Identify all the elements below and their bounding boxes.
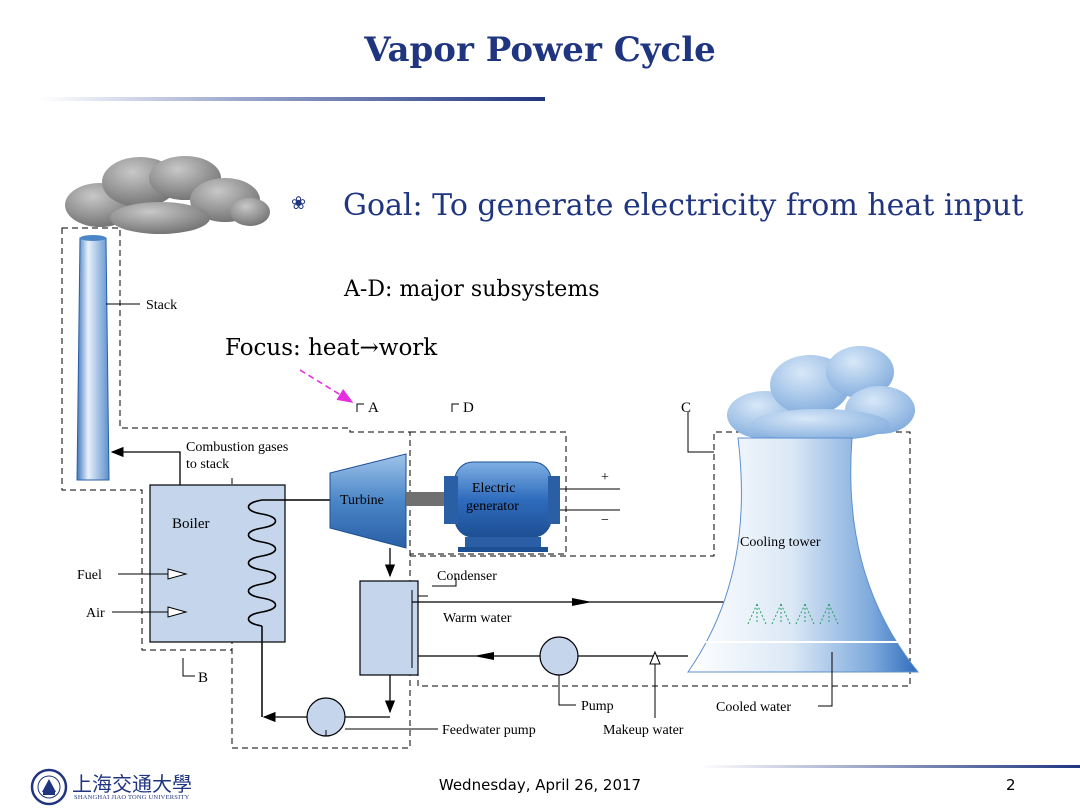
terminal-minus: −	[601, 513, 609, 528]
subsystems-note: A-D: major subsystems	[344, 277, 600, 302]
to-stack-label: to stack	[186, 457, 229, 472]
university-name-en: SHANGHAI JIAO TONG UNIVERSITY	[74, 794, 190, 801]
generator-label-line2: generator	[466, 499, 519, 514]
subsystem-d-label: D	[463, 400, 474, 416]
air-label: Air	[86, 606, 105, 621]
boundary-d	[410, 431, 567, 555]
subsystem-c-label: C	[681, 400, 691, 416]
electric-generator	[444, 461, 560, 552]
generator-label-line1: Electric	[472, 481, 516, 496]
feedwater-pump-label: Feedwater pump	[442, 723, 536, 738]
spray-nozzles	[747, 603, 839, 625]
turbine-label: Turbine	[340, 493, 384, 508]
boiler	[149, 484, 286, 643]
stack-smoke-cloud	[65, 156, 270, 234]
boiler-label: Boiler	[172, 516, 210, 532]
terminal-plus: +	[601, 470, 609, 485]
subsystem-a-label: A	[368, 400, 379, 416]
cooling-tower-label: Cooling tower	[740, 535, 821, 550]
stack-boundary	[61, 227, 411, 749]
university-name-cn: 上海交通大學	[72, 772, 192, 796]
makeup-water-label: Makeup water	[603, 723, 684, 738]
boiler-coil	[247, 499, 277, 627]
footer-rule	[700, 765, 1080, 768]
combustion-gases-label: Combustion gases	[186, 440, 288, 455]
university-seal-icon	[30, 768, 68, 806]
focus-arrow	[299, 369, 354, 403]
stack	[76, 235, 110, 481]
stack-label: Stack	[146, 298, 177, 313]
subsystem-b-label: B	[198, 670, 208, 686]
goal-bullet-icon: ❀	[291, 193, 307, 213]
university-logo: 上海交通大學 SHANGHAI JIAO TONG UNIVERSITY	[30, 768, 205, 806]
cooling-tower-cloud	[727, 346, 915, 441]
boundary-c	[410, 431, 911, 687]
cooling-tower	[687, 437, 920, 673]
goal-text: Goal: To generate electricity from heat …	[343, 188, 1024, 223]
warm-water-label: Warm water	[443, 611, 512, 626]
condenser	[359, 580, 419, 676]
footer-date: Wednesday, April 26, 2017	[438, 776, 642, 794]
focus-note: Focus: heat→work	[225, 335, 438, 361]
turbine	[329, 453, 407, 549]
condenser-label: Condenser	[437, 569, 497, 584]
turbine-shaft	[406, 492, 450, 506]
pump-label: Pump	[581, 699, 614, 714]
title-underline	[40, 97, 545, 101]
cooled-water-label: Cooled water	[716, 700, 791, 715]
slide-title: Vapor Power Cycle	[364, 30, 716, 70]
fuel-label: Fuel	[77, 568, 102, 583]
page-number: 2	[1006, 776, 1016, 794]
cooling-water-pump	[539, 636, 579, 676]
